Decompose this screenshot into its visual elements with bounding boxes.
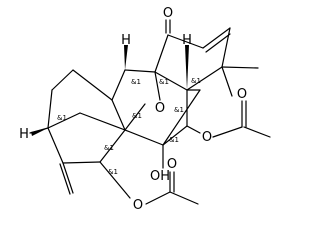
wedge-bond: [185, 45, 189, 90]
stereo-label: &1: [132, 112, 142, 120]
hydrogen-atom-label: H: [19, 127, 29, 142]
stereo-descriptors: &1 &1 &1 &1 &1 &1 &1 &1 &1: [57, 77, 201, 176]
stereo-label: &1: [131, 78, 141, 86]
stereo-label: &1: [108, 168, 118, 176]
wedge-bond: [31, 128, 48, 136]
hydroxyl-label: OH: [150, 169, 170, 184]
oxygen-atom-label: O: [155, 101, 165, 116]
atom-labels: O O OH O O O O H H H: [19, 6, 247, 213]
oxygen-atom-label: O: [237, 87, 247, 102]
stereo-label: &1: [57, 114, 67, 122]
stereo-label: &1: [159, 78, 169, 86]
chemical-structure: O O OH O O O O H H H &1 &1 &1 &1 &1 &1 &…: [19, 6, 271, 213]
oxygen-atom-label: O: [167, 157, 177, 172]
stereo-label: &1: [169, 136, 179, 144]
stereo-label: &1: [174, 106, 184, 114]
oxygen-atom-label: O: [163, 6, 173, 21]
stereo-wedges: [31, 45, 189, 136]
stereo-label: &1: [191, 77, 201, 85]
hydrogen-atom-label: H: [121, 33, 131, 48]
stereo-label: &1: [104, 144, 114, 152]
oxygen-atom-label: O: [133, 198, 143, 213]
bond-lines: [29, 19, 271, 205]
hydrogen-atom-label: H: [182, 33, 192, 48]
wedge-bond: [124, 45, 128, 70]
oxygen-atom-label: O: [202, 130, 212, 145]
